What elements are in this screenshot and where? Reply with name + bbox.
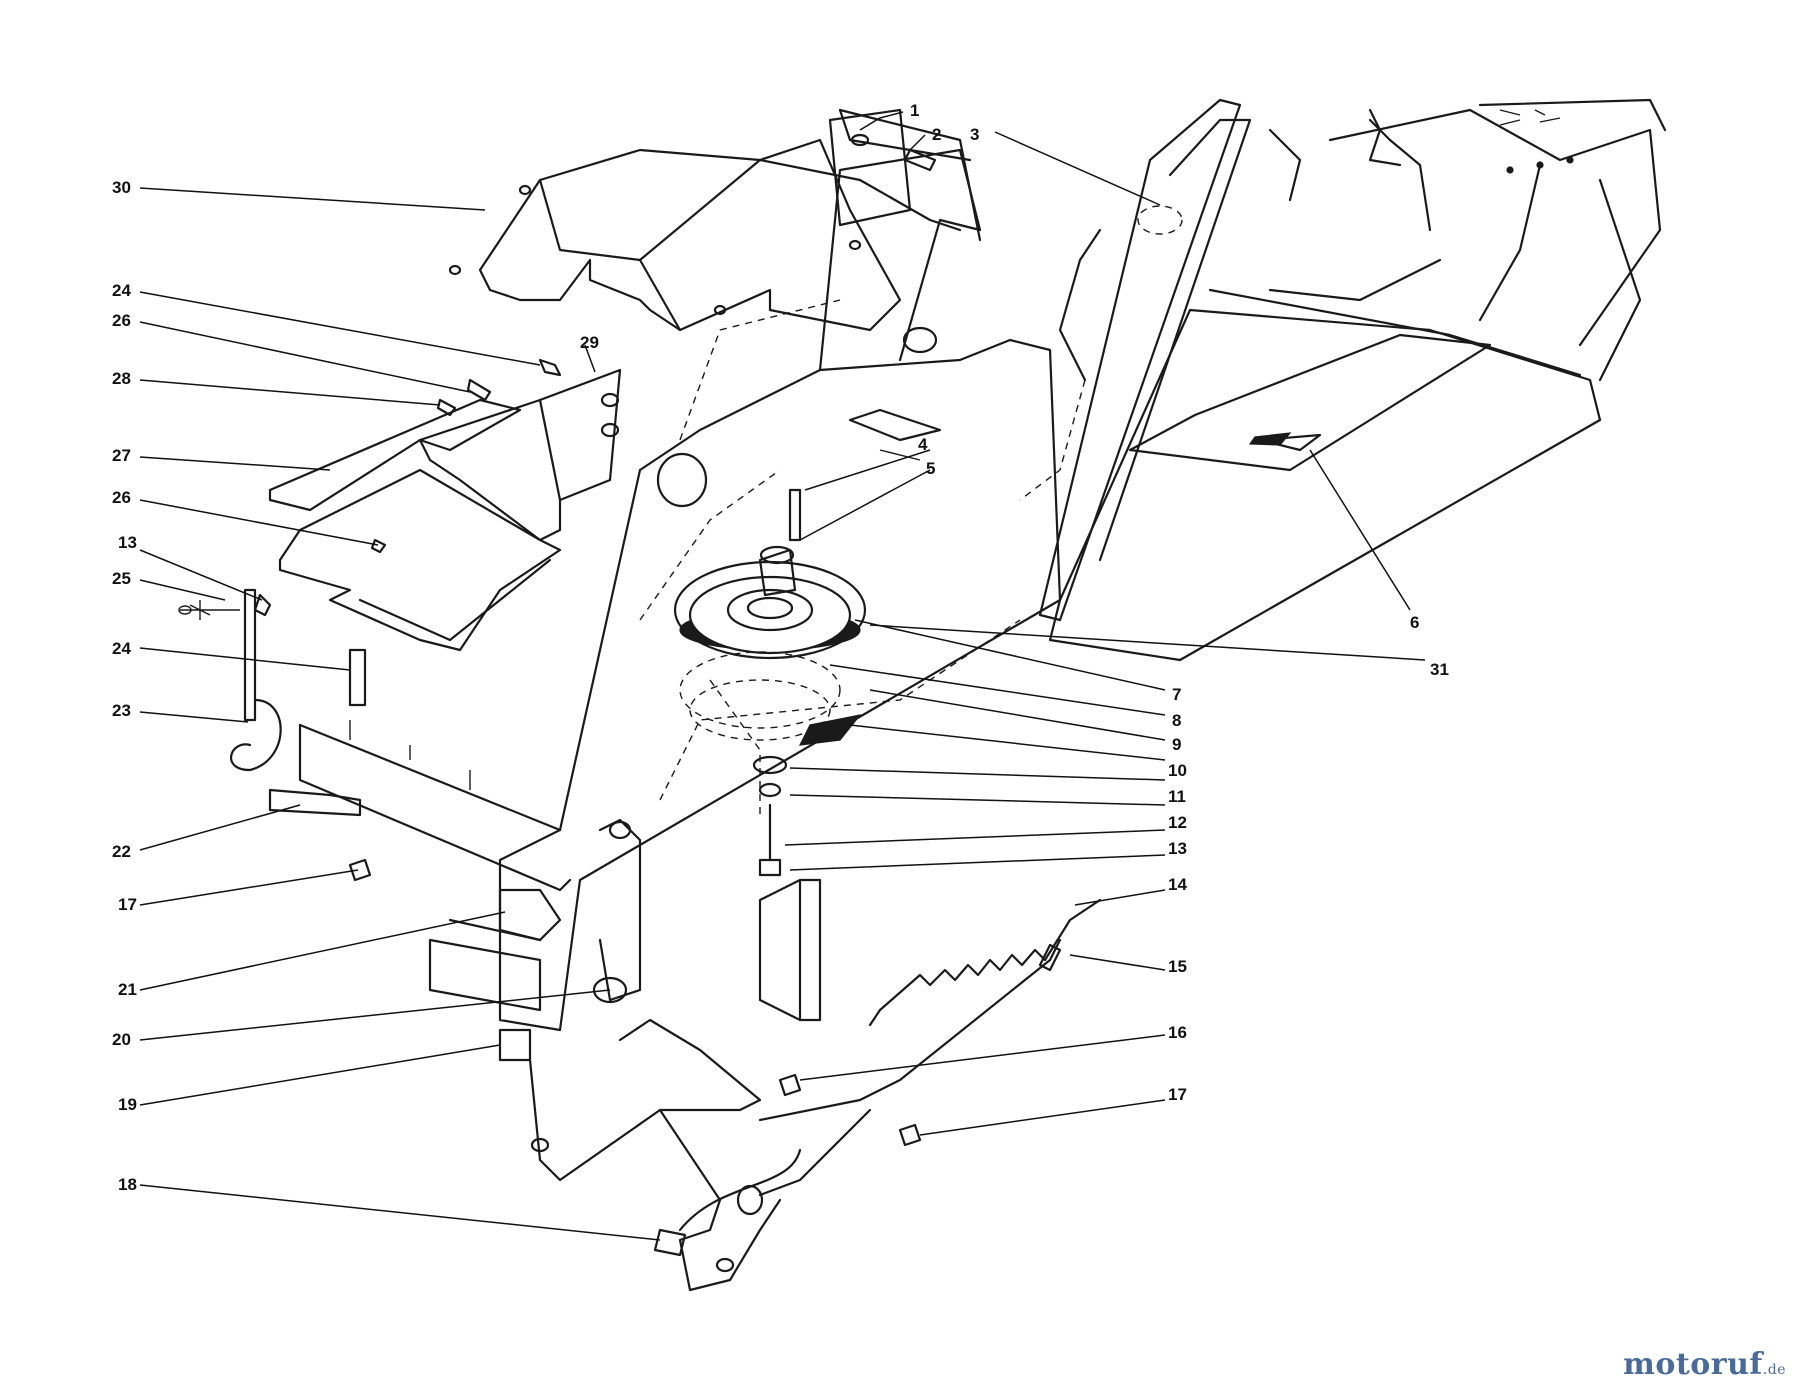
watermark-tld: .de xyxy=(1762,1362,1786,1378)
callout-28: 28 xyxy=(112,369,131,388)
callout-7: 7 xyxy=(1172,685,1181,704)
callout-21: 21 xyxy=(118,980,137,999)
leader-lines xyxy=(139,111,1426,1241)
callout-27: 27 xyxy=(112,446,131,465)
callout-13-right: 13 xyxy=(1168,839,1187,858)
link-23 xyxy=(230,588,362,817)
callout-11: 11 xyxy=(1168,787,1186,806)
rear-fender xyxy=(1268,98,1667,202)
callout-22: 22 xyxy=(112,842,131,861)
callout-10: 10 xyxy=(1168,761,1187,780)
callout-19: 19 xyxy=(118,1095,137,1114)
callout-24-upper: 24 xyxy=(112,281,131,300)
callout-17-right: 17 xyxy=(1168,1085,1187,1104)
callout-18: 18 xyxy=(118,1175,137,1194)
callout-26-upper: 26 xyxy=(112,311,131,330)
bracket-1 xyxy=(828,108,937,227)
callout-labels: 1 2 3 4 5 6 7 8 9 10 11 12 13 14 15 16 1… xyxy=(112,101,1449,1194)
callout-23: 23 xyxy=(112,701,131,720)
callout-4: 4 xyxy=(918,435,928,454)
watermark-logo: motoruf.de xyxy=(1623,1347,1786,1382)
pulley-assembly xyxy=(673,488,867,877)
shield-30 xyxy=(448,108,982,332)
callout-20: 20 xyxy=(112,1030,131,1049)
callout-6: 6 xyxy=(1410,613,1419,632)
deflector-27 xyxy=(268,398,562,652)
callout-15: 15 xyxy=(1168,957,1187,976)
callout-13-left: 13 xyxy=(118,533,137,552)
callout-5: 5 xyxy=(926,459,935,478)
watermark-brand: motoruf xyxy=(1623,1347,1763,1382)
callout-25: 25 xyxy=(112,569,131,588)
callout-16: 16 xyxy=(1168,1023,1187,1042)
callout-9: 9 xyxy=(1172,735,1181,754)
steering-column xyxy=(1019,98,1252,622)
rod-15 xyxy=(758,938,1062,1122)
plate-29 xyxy=(418,368,622,542)
callout-26-lower: 26 xyxy=(112,488,131,507)
bracket-19 xyxy=(498,1018,872,1292)
chassis-frame xyxy=(1048,108,1662,662)
frame-body xyxy=(298,148,1062,1032)
callout-24-lower: 24 xyxy=(112,639,131,658)
callout-30: 30 xyxy=(112,178,131,197)
callout-17-left: 17 xyxy=(118,895,137,914)
callout-3: 3 xyxy=(970,125,979,144)
callout-14: 14 xyxy=(1168,875,1187,894)
callout-8: 8 xyxy=(1172,711,1181,730)
callout-2: 2 xyxy=(932,125,941,144)
spring-14 xyxy=(868,898,1102,1027)
hardware xyxy=(178,358,922,1257)
callout-31: 31 xyxy=(1430,660,1449,679)
callout-12: 12 xyxy=(1168,813,1187,832)
guard-assembly xyxy=(498,818,822,1022)
callout-29: 29 xyxy=(580,333,599,352)
callout-1: 1 xyxy=(910,101,919,120)
